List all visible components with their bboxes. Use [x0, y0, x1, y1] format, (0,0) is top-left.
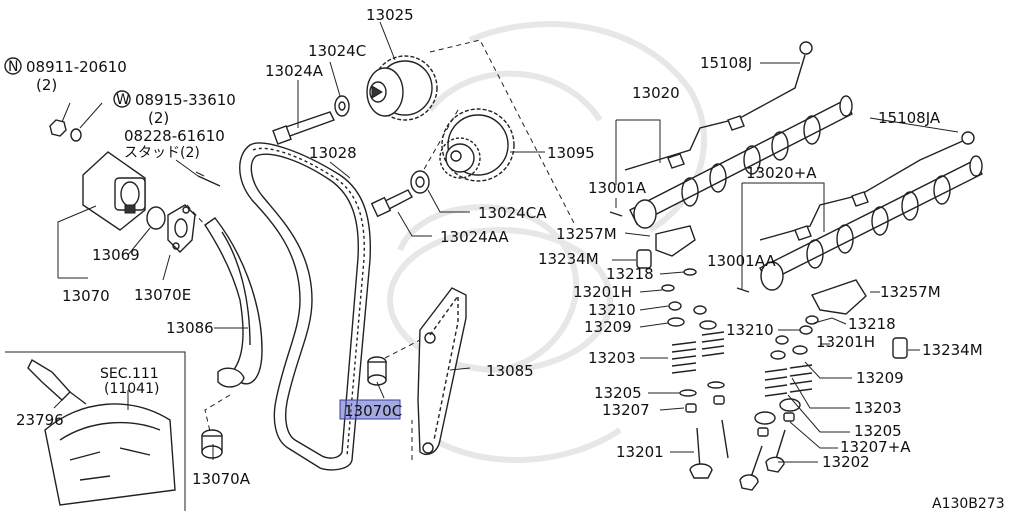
label-13025[interactable]: 13025 [366, 6, 414, 24]
label-13257M-left[interactable]: 13257M [556, 225, 617, 243]
bolt-13070C[interactable] [367, 356, 387, 386]
prefix-w: W [116, 92, 130, 108]
callout-labels: 13025 13024C 13024A 13028 13095 13024CA … [4, 6, 1005, 511]
tensioner-guide-13085[interactable] [417, 287, 467, 456]
label-13203-left[interactable]: 13203 [588, 349, 636, 367]
label-13095[interactable]: 13095 [547, 144, 595, 162]
label-13202[interactable]: 13202 [822, 453, 870, 471]
qty-08911: (2) [36, 76, 57, 94]
washer-13024C[interactable] [334, 95, 350, 117]
inset-sec111 [5, 351, 186, 511]
washer-08915-33610[interactable] [70, 128, 82, 142]
circle-w-marker [113, 90, 131, 108]
bolt-13024A[interactable] [272, 111, 335, 145]
label-13001A[interactable]: 13001A [588, 179, 647, 197]
chain-guide-13086[interactable] [204, 217, 263, 388]
tensioner-13070[interactable] [82, 151, 146, 231]
label-08911-20610[interactable]: 08911-20610 [26, 58, 127, 76]
label-13024C[interactable]: 13024C [308, 42, 366, 60]
label-13210-right[interactable]: 13210 [726, 321, 774, 339]
cam-sprocket-13095[interactable] [439, 108, 515, 182]
sub-08228-stud: スタッド(2) [124, 145, 200, 161]
valve-train-right[interactable] [739, 315, 819, 491]
rocker-13257M-left[interactable] [655, 225, 696, 257]
label-13218-right[interactable]: 13218 [848, 315, 896, 333]
label-15108JA[interactable]: 15108JA [878, 109, 941, 127]
label-13207A[interactable]: 13207+A [840, 438, 911, 456]
label-13070C[interactable]: 13070C [344, 402, 402, 420]
label-13218-left[interactable]: 13218 [606, 265, 654, 283]
label-13210-left[interactable]: 13210 [588, 301, 636, 319]
washer-13024CA[interactable] [410, 170, 430, 194]
label-13201H-right[interactable]: 13201H [816, 333, 875, 351]
valve-train-left[interactable] [661, 268, 729, 479]
sec-title[interactable]: SEC.111 [100, 366, 159, 382]
label-15108J[interactable]: 15108J [700, 54, 752, 72]
bolt-13024AA[interactable] [370, 189, 413, 218]
label-13234M-left[interactable]: 13234M [538, 250, 599, 268]
label-13070A[interactable]: 13070A [192, 470, 251, 488]
gasket-13070E[interactable] [167, 204, 196, 253]
label-13086[interactable]: 13086 [166, 319, 214, 337]
label-13207[interactable]: 13207 [602, 401, 650, 419]
camshaft-13020[interactable] [629, 95, 853, 229]
nut-08911-20610[interactable] [49, 119, 67, 137]
label-13257M-right[interactable]: 13257M [880, 283, 941, 301]
leader-lines [53, 21, 959, 463]
highlight-13070C [339, 399, 401, 420]
camshaft-13020A[interactable] [759, 155, 983, 291]
label-13069[interactable]: 13069 [92, 246, 140, 264]
qty-08915: (2) [148, 109, 169, 127]
label-13024AA[interactable]: 13024AA [440, 228, 509, 246]
lash-adjuster-13234M-right[interactable] [892, 337, 908, 359]
oil-tube-15108JA[interactable] [759, 131, 975, 241]
prefix-n: N [8, 59, 18, 75]
label-13205-right[interactable]: 13205 [854, 422, 902, 440]
label-13070[interactable]: 13070 [62, 287, 110, 305]
lash-adjuster-13234M-left[interactable] [636, 249, 652, 269]
oil-tube-15108J[interactable] [624, 41, 813, 171]
figure-code: A130B273 [932, 496, 1005, 511]
label-13020[interactable]: 13020 [632, 84, 680, 102]
dowel-13001A[interactable] [609, 211, 623, 217]
guide-dashed-link-b [384, 339, 421, 460]
o-ring-13069[interactable] [146, 206, 166, 230]
rocker-13257M-right[interactable] [810, 279, 867, 315]
sec-sub: (11041) [104, 381, 159, 397]
label-13070E[interactable]: 13070E [134, 286, 191, 304]
label-13020A[interactable]: 13020+A [746, 164, 817, 182]
label-13001AA[interactable]: 13001AA [707, 252, 776, 270]
label-13205-left[interactable]: 13205 [594, 384, 642, 402]
stud-08228-61610[interactable] [195, 171, 221, 187]
label-13209-left[interactable]: 13209 [584, 318, 632, 336]
cam-sprocket-13025[interactable] [366, 55, 438, 121]
label-13234M-right[interactable]: 13234M [922, 341, 983, 359]
timing-chain-13028[interactable] [239, 142, 372, 471]
label-23796[interactable]: 23796 [16, 411, 64, 429]
label-13028[interactable]: 13028 [309, 144, 357, 162]
plug-13070A[interactable] [201, 429, 223, 459]
label-13201[interactable]: 13201 [616, 443, 664, 461]
label-08915-33610[interactable]: 08915-33610 [135, 91, 236, 109]
label-13024CA[interactable]: 13024CA [478, 204, 547, 222]
sensor-23796[interactable] [27, 359, 87, 405]
label-13201H-left[interactable]: 13201H [573, 283, 632, 301]
dowel-13001AA[interactable] [736, 287, 750, 293]
label-13085[interactable]: 13085 [486, 362, 534, 380]
label-08228-61610[interactable]: 08228-61610 [124, 127, 225, 145]
label-13024A[interactable]: 13024A [265, 62, 324, 80]
label-13203-right[interactable]: 13203 [854, 399, 902, 417]
label-13209-right[interactable]: 13209 [856, 369, 904, 387]
circle-n-marker [4, 57, 22, 75]
